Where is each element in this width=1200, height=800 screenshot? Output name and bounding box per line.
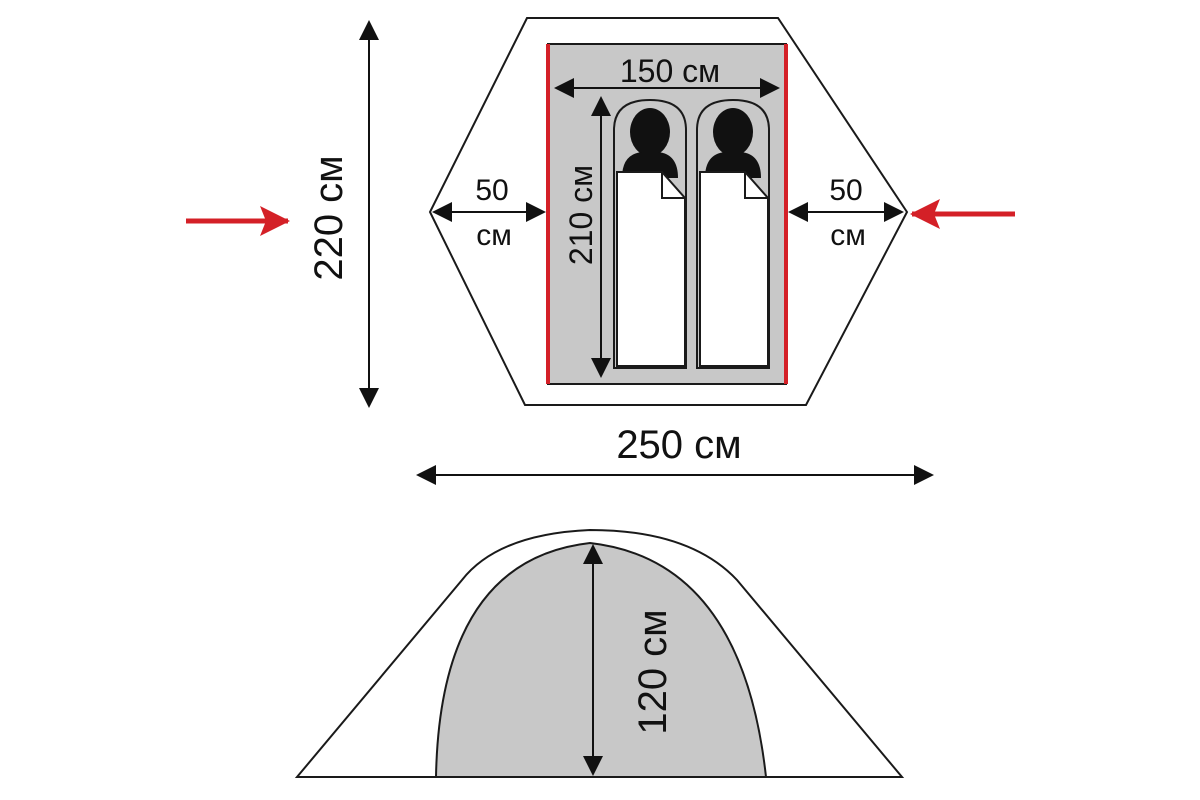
sleeping-spot-1	[613, 98, 687, 369]
sleeping-spot-2	[696, 98, 770, 369]
left-vestibule-unit: см	[476, 219, 512, 252]
inner-length-label: 210 см	[563, 165, 599, 265]
sleeping-bag-body	[616, 171, 686, 367]
right-vestibule-unit: см	[830, 219, 866, 252]
right-vestibule-value: 50	[829, 174, 862, 207]
overall-depth-label: 220 см	[307, 155, 351, 280]
left-vestibule-value: 50	[475, 174, 508, 207]
height-label: 120 см	[631, 609, 675, 734]
overall-width-label: 250 см	[616, 423, 741, 467]
sleeping-bag-fold	[661, 172, 685, 199]
top-view: 150 см 210 см 50 см 50 см 220 см 250 см	[186, 17, 1015, 485]
sleeping-bag-fold	[744, 172, 768, 199]
sleeping-bag-body	[699, 171, 769, 367]
side-view: 120 см	[294, 528, 905, 778]
inner-width-label: 150 см	[620, 53, 720, 89]
